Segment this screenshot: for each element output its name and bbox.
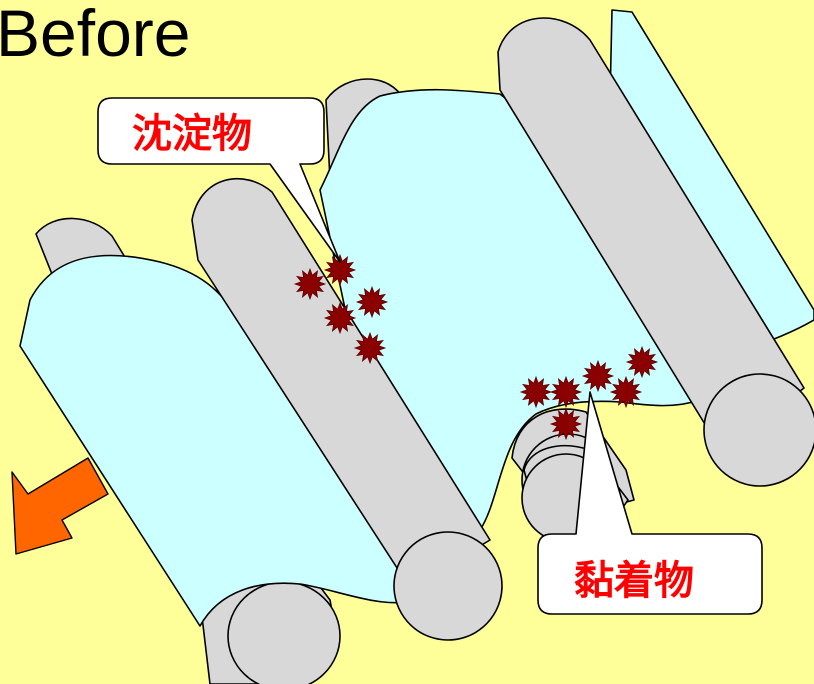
sediment-particle bbox=[323, 253, 357, 287]
sediment-particle bbox=[355, 285, 389, 319]
adhesive-callout: 黏着物 bbox=[537, 391, 763, 615]
sediment-callout: 沈淀物 bbox=[97, 97, 341, 263]
adhesive-particles bbox=[519, 345, 659, 441]
adhesive-particle bbox=[625, 345, 659, 379]
sediment-particles bbox=[293, 253, 389, 365]
sediment-particle bbox=[293, 267, 327, 301]
adhesive-particle bbox=[581, 359, 615, 393]
sediment-particle bbox=[353, 331, 387, 365]
adhesive-label: 黏着物 bbox=[574, 558, 694, 604]
roller-front-left bbox=[191, 178, 503, 641]
adhesive-particle bbox=[549, 375, 583, 409]
adhesive-particle bbox=[609, 375, 643, 409]
adhesive-particle bbox=[549, 407, 583, 441]
sediment-particle bbox=[323, 301, 357, 335]
adhesive-particle bbox=[519, 375, 553, 409]
sediment-label: 沈淀物 bbox=[132, 111, 252, 157]
movement-direction-arrow bbox=[11, 457, 109, 555]
roller-front-right bbox=[497, 17, 814, 487]
page-title: Before bbox=[0, 0, 190, 70]
